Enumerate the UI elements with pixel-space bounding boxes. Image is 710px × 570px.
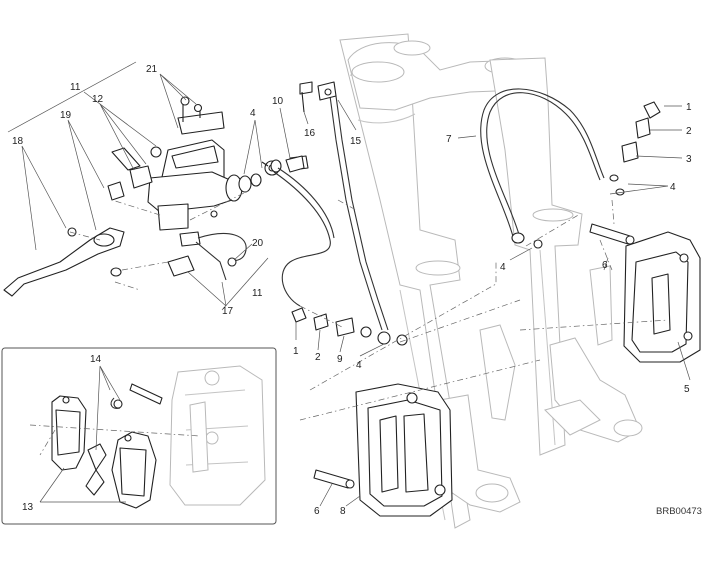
pads-inset-frame: [1, 347, 277, 525]
callout-8: 8: [340, 506, 346, 517]
callout-19: 19: [60, 110, 72, 121]
callout-16: 16: [304, 128, 316, 139]
pad-spring: [85, 443, 107, 496]
callout-4: 4: [500, 262, 506, 273]
brake-master-cylinder: [3, 96, 309, 297]
callout-13: 13: [22, 502, 34, 513]
inset-calliper-ghost: [169, 365, 266, 506]
callout-2: 2: [686, 126, 692, 137]
callout-11: 11: [252, 288, 263, 299]
callout-7: 7: [446, 134, 452, 145]
callout-1: 1: [293, 346, 299, 357]
callout-20: 20: [252, 238, 264, 249]
pad-pin: [129, 383, 163, 405]
callout-17: 17: [222, 306, 234, 317]
callout-6: 6: [602, 260, 608, 271]
callout-21: 21: [146, 64, 158, 75]
brake-calliper-left: [313, 383, 453, 517]
brake-hose-11: [273, 171, 331, 307]
callout-1: 1: [686, 102, 692, 113]
callout-18: 18: [12, 136, 24, 147]
brake-pads-inset: [51, 383, 163, 509]
bleeder-parts-lower: [291, 307, 408, 346]
callout-4: 4: [250, 108, 256, 119]
callout-3: 3: [686, 154, 692, 165]
callout-9: 9: [337, 354, 343, 365]
callout-6: 6: [314, 506, 320, 517]
callout-5: 5: [684, 384, 690, 395]
brake-hose-7: [480, 88, 605, 241]
bleeder-parts-right: [609, 101, 661, 196]
brake-lever: [3, 227, 125, 297]
callout-15: 15: [350, 136, 362, 147]
brake-calliper-right: [589, 223, 701, 363]
hose-bolt-parts-upper: [250, 155, 305, 187]
drawing-code: BRB00473: [656, 506, 702, 517]
leader-lines: [21, 73, 691, 507]
callout-labels: 1 2 3 4 5 6 7 4 16 15 10 4 21 11 12 19 1…: [12, 64, 692, 517]
brake-hose-15: [329, 95, 383, 331]
callout-12: 12: [92, 94, 104, 105]
callout-4: 4: [356, 360, 362, 371]
callout-11: 11: [70, 82, 81, 93]
callout-2: 2: [315, 352, 321, 363]
callout-10: 10: [272, 96, 284, 107]
callout-4: 4: [670, 182, 676, 193]
center-lines: [69, 189, 669, 421]
callout-14: 14: [90, 354, 102, 365]
